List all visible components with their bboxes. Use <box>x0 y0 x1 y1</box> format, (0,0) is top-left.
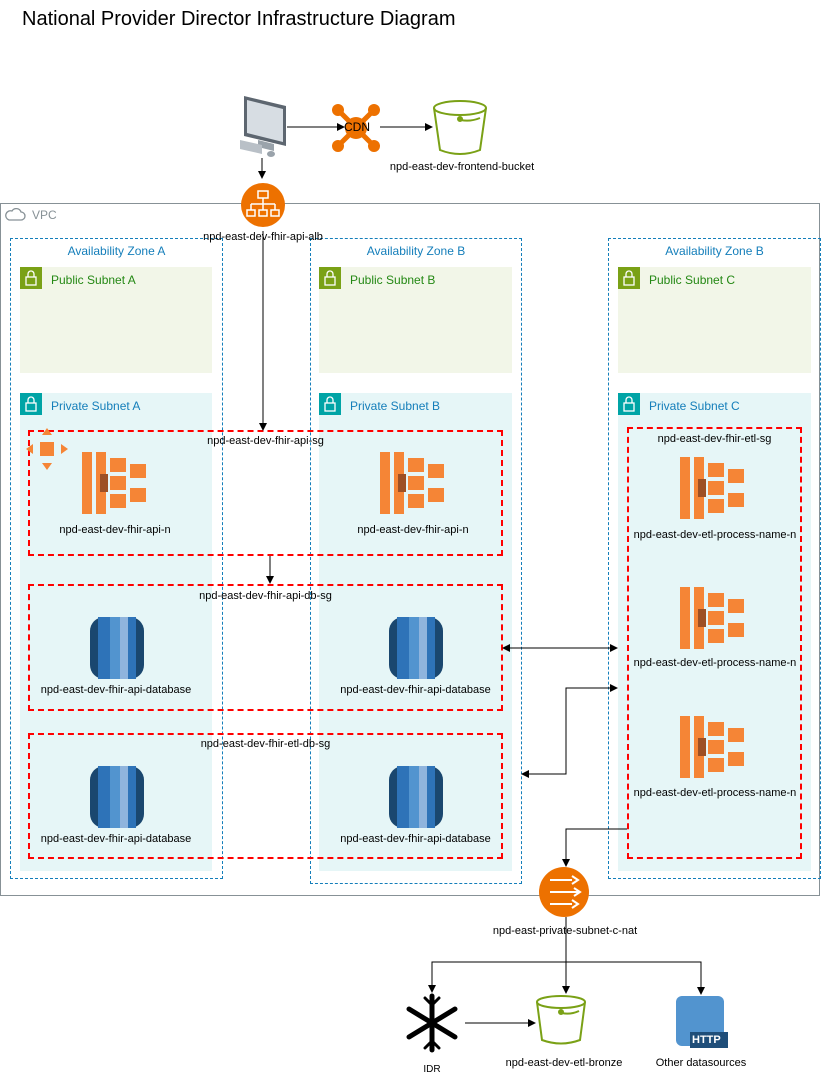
cdn-label: CDN <box>344 120 370 134</box>
etl-process-3-label: npd-east-dev-etl-process-name-n <box>633 787 797 799</box>
edge-nat-to-idr <box>428 961 566 993</box>
rds-database-icon <box>90 766 144 828</box>
availability-zone-a-label: Availability Zone A <box>67 244 166 258</box>
snowflake-icon <box>406 993 458 1053</box>
cdn-icon <box>332 104 380 152</box>
etl-security-group <box>627 427 802 859</box>
public-subnet-lock-icon <box>20 267 42 289</box>
etl-db-security-group-label: npd-east-dev-fhir-etl-db-sg <box>200 738 331 750</box>
availability-zone-c <box>608 238 821 879</box>
api-security-group <box>28 430 503 556</box>
load-balancer-icon <box>241 183 285 227</box>
nat-gateway-icon <box>539 867 589 917</box>
etl-db-security-group <box>28 733 503 859</box>
vpc-label: VPC <box>32 208 57 222</box>
private-subnet-a-label: Private Subnet A <box>51 399 141 413</box>
http-badge: HTTP <box>692 1034 721 1046</box>
ecs-service-icon <box>380 452 444 514</box>
api-db-security-group-label: npd-east-dev-fhir-api-db-sg <box>199 590 332 602</box>
frontend-bucket-label: npd-east-dev-frontend-bucket <box>389 161 535 173</box>
edge-nat-to-other <box>566 961 705 995</box>
api-service-b-label: npd-east-dev-fhir-api-n <box>357 524 469 536</box>
api-database-b-label: npd-east-dev-fhir-api-database <box>340 684 491 696</box>
edge-etl-to-nat <box>562 828 627 867</box>
edge-etl-etldb <box>521 684 618 778</box>
rds-database-icon <box>389 766 443 828</box>
rds-database-icon <box>90 617 144 679</box>
public-subnet-lock-icon <box>618 267 640 289</box>
bronze-bucket-icon <box>536 995 586 1045</box>
diagram-title: National Provider Director Infrastructur… <box>22 8 456 30</box>
auto-scaling-icon <box>26 428 68 470</box>
private-subnet-lock-icon <box>319 393 341 415</box>
private-subnet-c-label: Private Subnet C <box>649 399 740 413</box>
availability-zone-c-label: Availability Zone B <box>665 244 764 258</box>
bronze-bucket-label: npd-east-dev-etl-bronze <box>505 1057 623 1069</box>
ecs-task-icon <box>680 457 744 519</box>
availability-zone-b <box>310 238 522 884</box>
ecs-task-icon <box>680 587 744 649</box>
alb-label: npd-east-dev-fhir-api-alb <box>203 231 323 243</box>
idr-label: IDR <box>423 1064 441 1075</box>
ecs-service-icon <box>82 452 146 514</box>
availability-zone-b-label: Availability Zone B <box>366 244 466 258</box>
nat-label: npd-east-private-subnet-c-nat <box>492 925 638 937</box>
frontend-bucket-icon <box>433 100 487 155</box>
public-subnet-b-label: Public Subnet B <box>350 273 436 287</box>
private-subnet-lock-icon <box>618 393 640 415</box>
other-datasources-label: Other datasources <box>655 1057 747 1069</box>
api-security-group-label: npd-east-dev-fhir-api-sg <box>207 435 324 447</box>
etl-process-1-label: npd-east-dev-etl-process-name-n <box>633 529 797 541</box>
private-subnet-lock-icon <box>20 393 42 415</box>
private-subnet-b-label: Private Subnet B <box>350 399 441 413</box>
http-datasource-icon <box>676 996 728 1048</box>
rds-database-icon <box>389 617 443 679</box>
etl-process-2-label: npd-east-dev-etl-process-name-n <box>633 657 797 669</box>
availability-zone-a <box>10 238 223 879</box>
desktop-computer-icon <box>240 96 286 157</box>
vpc-group <box>0 203 820 896</box>
public-subnet-c <box>618 267 811 373</box>
public-subnet-a-label: Public Subnet A <box>51 273 136 287</box>
etl-database-a-label: npd-east-dev-fhir-api-database <box>40 833 192 845</box>
etl-database-b-label: npd-east-dev-fhir-api-database <box>340 833 491 845</box>
cloud-icon <box>5 208 26 221</box>
api-service-a-label: npd-east-dev-fhir-api-n <box>59 524 171 536</box>
public-subnet-b <box>319 267 512 373</box>
api-database-a-label: npd-east-dev-fhir-api-database <box>40 684 192 696</box>
public-subnet-c-label: Public Subnet C <box>649 273 736 287</box>
etl-security-group-label: npd-east-dev-fhir-etl-sg <box>657 433 772 445</box>
public-subnet-a <box>20 267 212 373</box>
ecs-task-icon <box>680 716 744 778</box>
public-subnet-lock-icon <box>319 267 341 289</box>
